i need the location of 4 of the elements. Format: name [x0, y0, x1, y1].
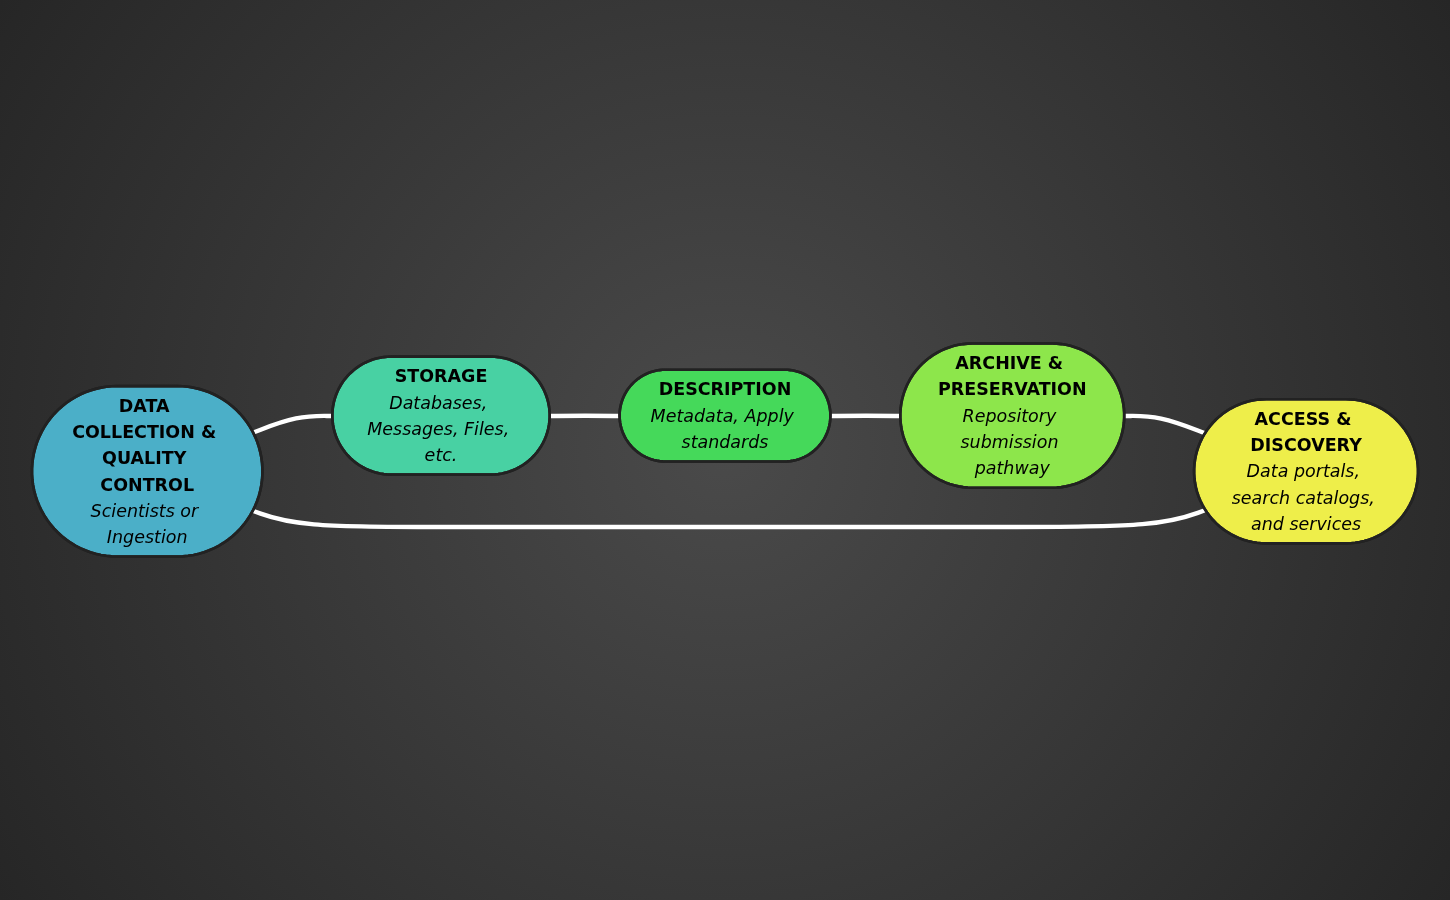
connector	[1124, 413, 1207, 436]
connector	[830, 413, 901, 419]
connector	[252, 413, 333, 435]
connector	[252, 507, 1207, 530]
